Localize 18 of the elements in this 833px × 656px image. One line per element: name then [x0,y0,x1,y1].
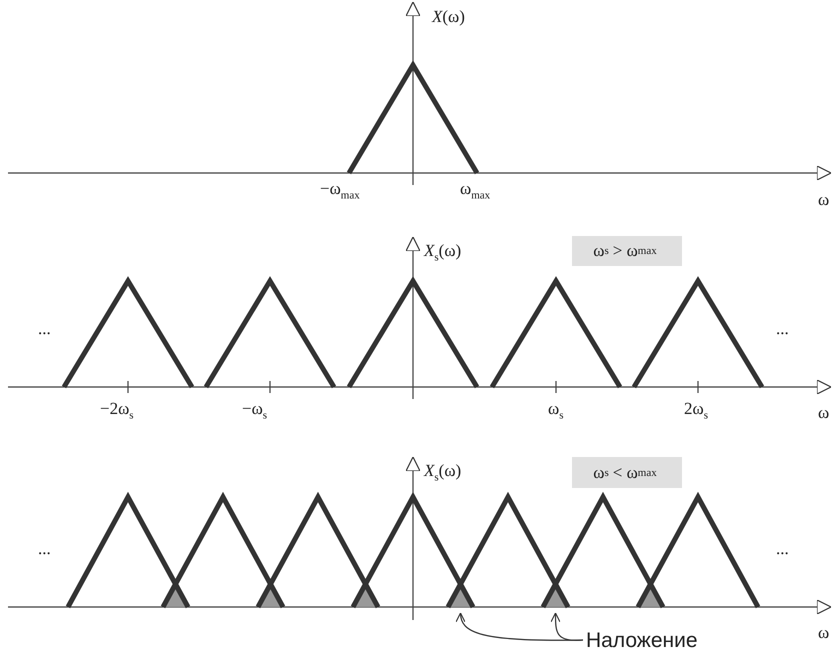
tick-label: −ω$_{max}$ [320,180,360,202]
ellipsis: ... [776,540,789,557]
axis-label: X(ω) [432,8,465,25]
axis-label: X$_{s}$(ω) [424,242,462,264]
ellipsis: ... [776,320,789,337]
axis-label: ω [818,624,830,641]
tick-label: −ω$_{s}$ [242,400,268,422]
axis-label: ω [818,191,830,208]
ellipsis: ... [38,320,51,337]
tick-label: −2ω$_{s}$ [100,400,134,422]
tick-label: ω$_{max}$ [460,180,490,202]
axis-label: ω [818,404,830,421]
leader-line [550,612,584,641]
axis-label: X$_{s}$(ω) [424,462,462,484]
tick-label: ω$_{s}$ [548,400,564,422]
ellipsis: ... [38,540,51,557]
annotation-text: Наложение [586,630,698,651]
tick-label: 2ω$_{s}$ [684,400,708,422]
